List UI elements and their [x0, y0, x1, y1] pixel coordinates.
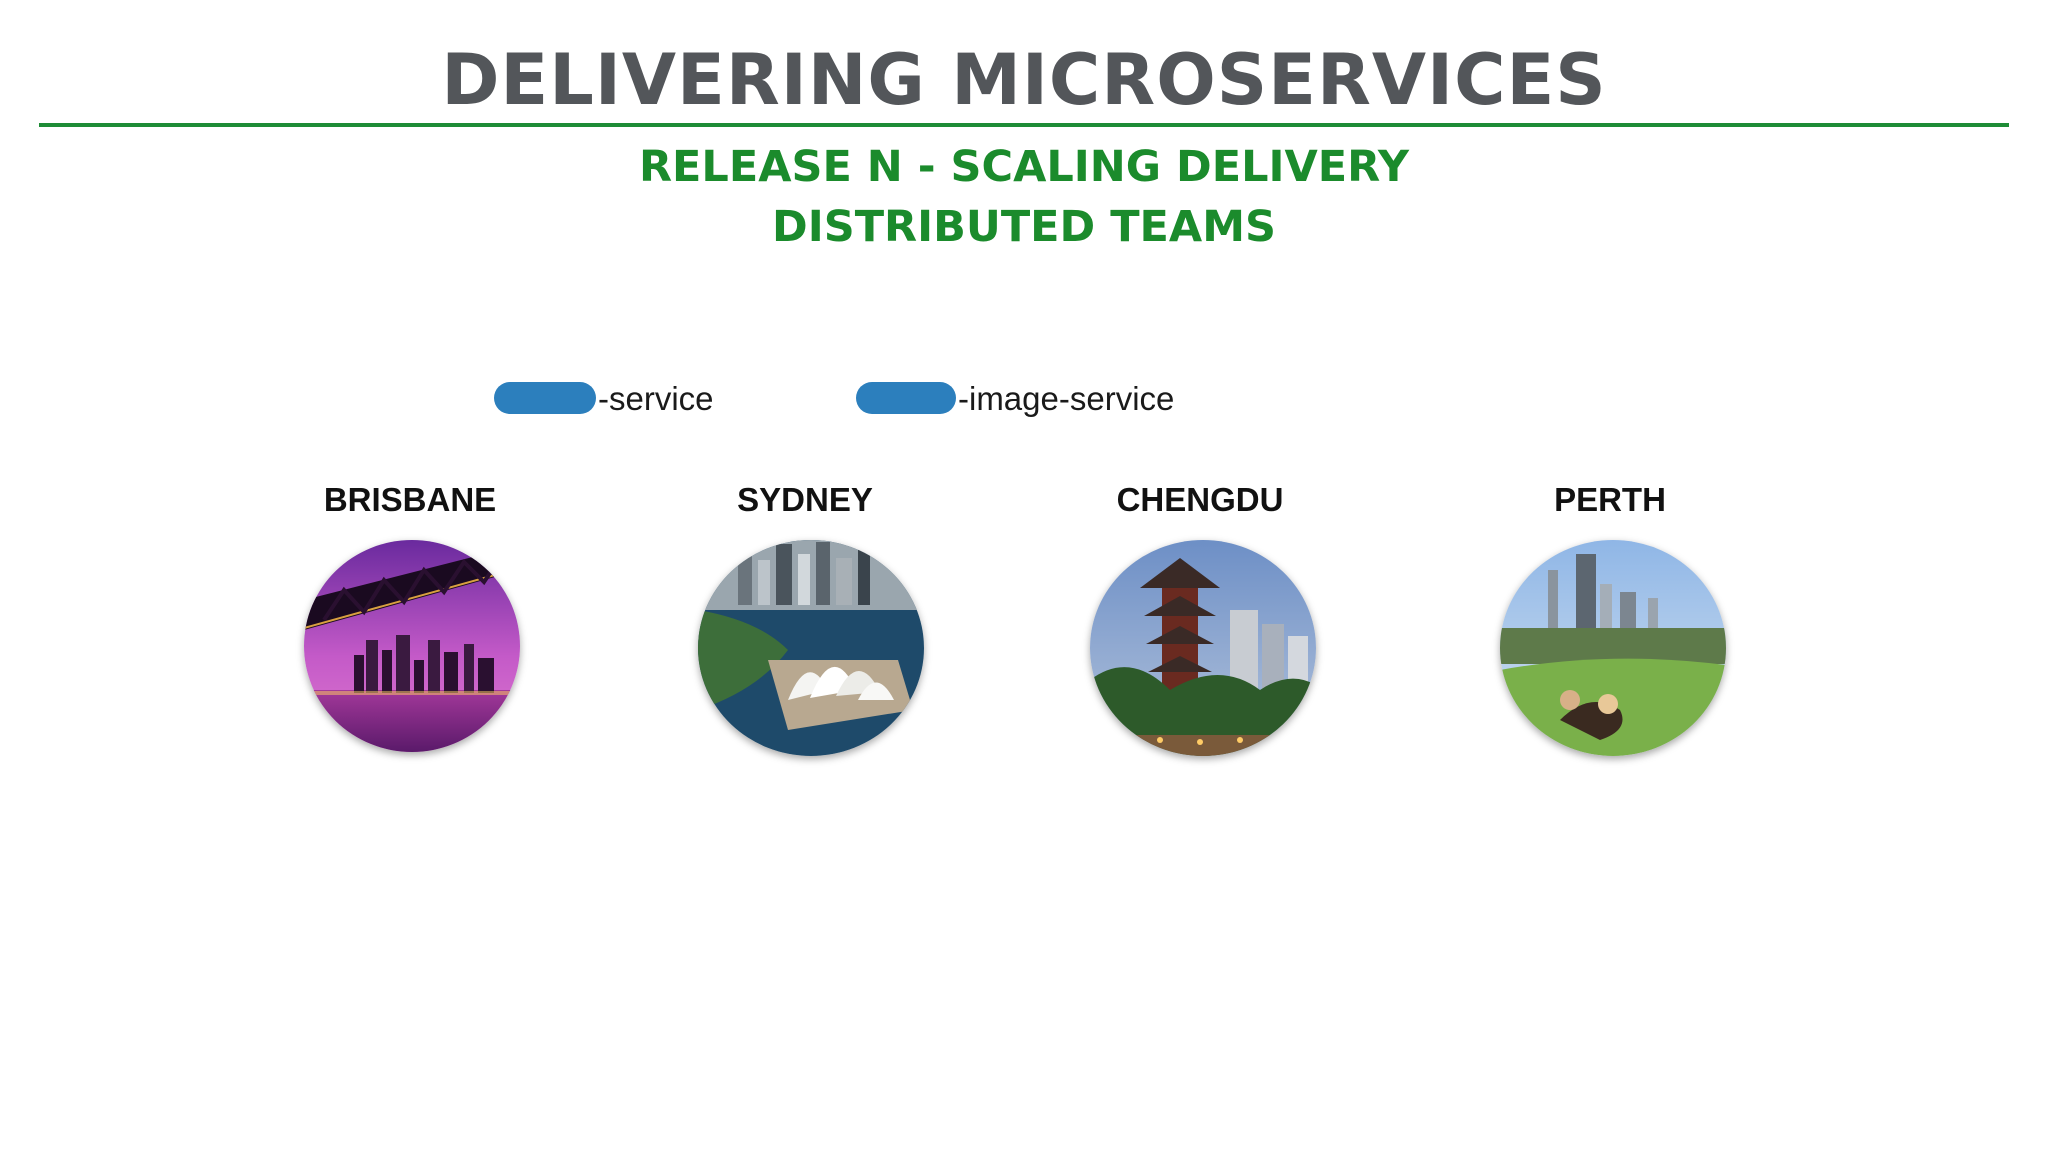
- redaction-mark: [856, 382, 956, 415]
- chengdu-photo: [1090, 540, 1316, 756]
- city-label-sydney: SYDNEY: [737, 481, 873, 518]
- perth-photo: [1500, 540, 1726, 756]
- title-divider: [39, 123, 2009, 127]
- slide-title: DELIVERING MICROSERVICES: [441, 39, 1607, 121]
- subtitle-teams: DISTRIBUTED TEAMS: [772, 202, 1276, 252]
- service-name-suffix: -service: [598, 380, 714, 417]
- service-label-2: -image-service: [856, 374, 1174, 424]
- service-label-1: -service: [494, 374, 714, 424]
- sydney-photo: [698, 540, 924, 756]
- brisbane-photo: [304, 540, 520, 752]
- subtitle-release: RELEASE N - SCALING DELIVERY: [638, 142, 1410, 192]
- city-label-brisbane: BRISBANE: [323, 481, 497, 518]
- redaction-mark: [494, 382, 596, 415]
- service-name-suffix: -image-service: [958, 380, 1175, 417]
- city-label-chengdu: CHENGDU: [1116, 481, 1284, 518]
- city-label-perth: PERTH: [1554, 481, 1666, 518]
